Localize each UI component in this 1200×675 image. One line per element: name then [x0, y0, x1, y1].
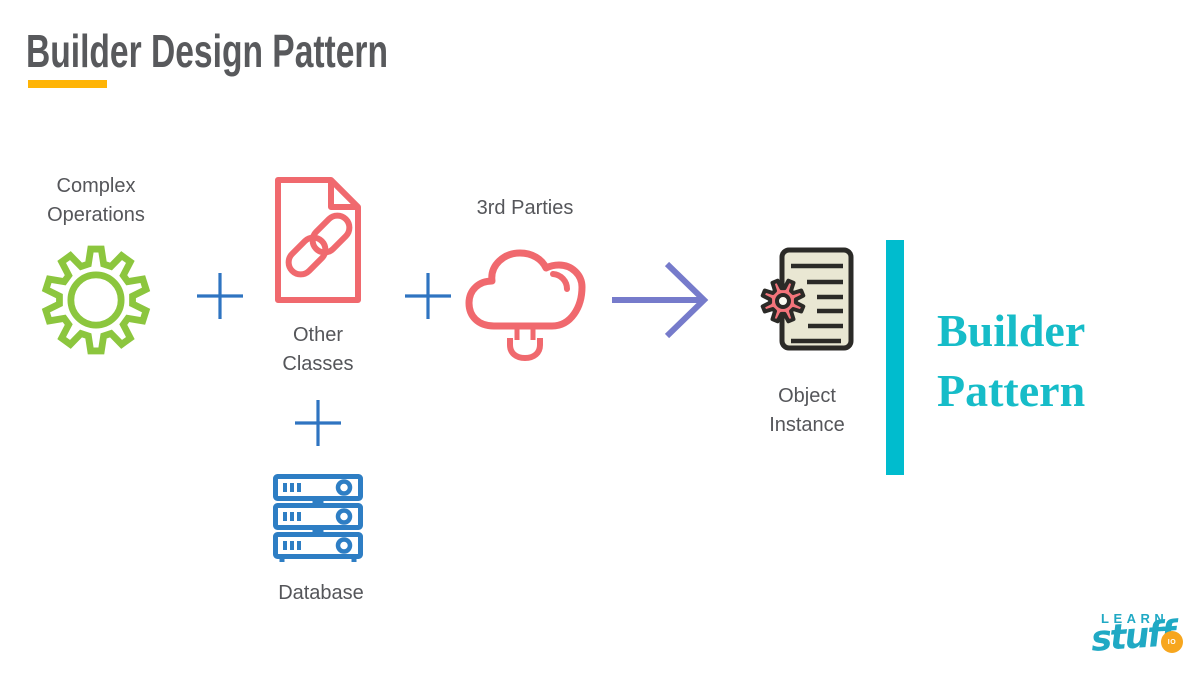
logo-io-badge: IO	[1161, 631, 1183, 653]
learnstuff-logo: stuff LEARN IO	[1090, 610, 1195, 672]
object-instance-label: Object Instance	[769, 385, 845, 436]
title-underline-accent	[28, 80, 107, 88]
builder-pattern-text: Builder Pattern	[937, 305, 1086, 416]
cloud-plug-icon	[465, 249, 586, 361]
page-title: Builder Design Pattern	[26, 25, 388, 77]
server-rack-icon	[273, 474, 363, 562]
result-accent-bar	[886, 240, 904, 475]
gear-icon	[41, 245, 151, 355]
other-classes-label: Other Classes	[282, 324, 354, 375]
plus-icon	[197, 273, 243, 319]
plus-icon	[295, 400, 341, 446]
database-label: Database	[278, 582, 364, 604]
plus-icon	[405, 273, 451, 319]
document-gear-icon	[760, 247, 854, 351]
logo-wordmark: LEARN	[1101, 611, 1169, 626]
arrow-right-icon	[612, 261, 709, 339]
linked-document-icon	[275, 177, 361, 303]
third-parties-label: 3rd Parties	[476, 197, 574, 219]
complex-operations-label: Complex Operations	[47, 175, 145, 226]
